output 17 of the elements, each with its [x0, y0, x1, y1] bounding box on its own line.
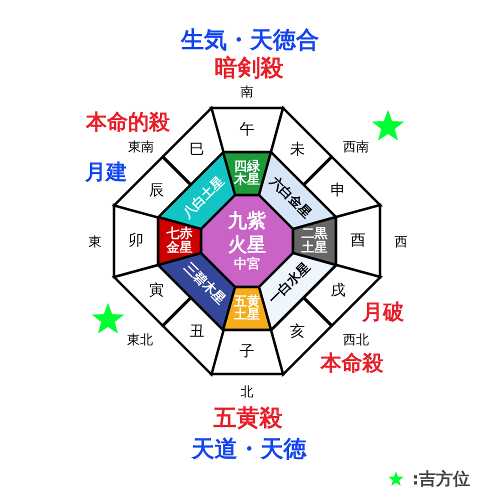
compass-label: 東 [88, 234, 102, 251]
compass-label: 北 [240, 384, 254, 401]
compass-label: 東南 [128, 139, 154, 156]
annotation-text: 本命的殺 [86, 109, 170, 136]
compass-label: 南 [240, 84, 254, 101]
annotation-text: 月建 [85, 159, 127, 186]
compass-label: 東北 [127, 332, 153, 349]
annotation-text: 本命殺 [320, 350, 384, 377]
annotation-text: 生気・天徳合 [181, 26, 319, 56]
annotation-text: 五黄殺 [214, 404, 282, 434]
annotation-text: 月破 [362, 299, 404, 326]
compass-label: 西北 [343, 332, 369, 349]
annotation-text: 天道・天徳 [192, 436, 306, 464]
annotation-text: 暗剣殺 [214, 54, 284, 84]
legend-label: :吉方位 [412, 468, 470, 490]
compass-label: 西 [394, 234, 408, 251]
compass-label: 西南 [343, 139, 369, 156]
